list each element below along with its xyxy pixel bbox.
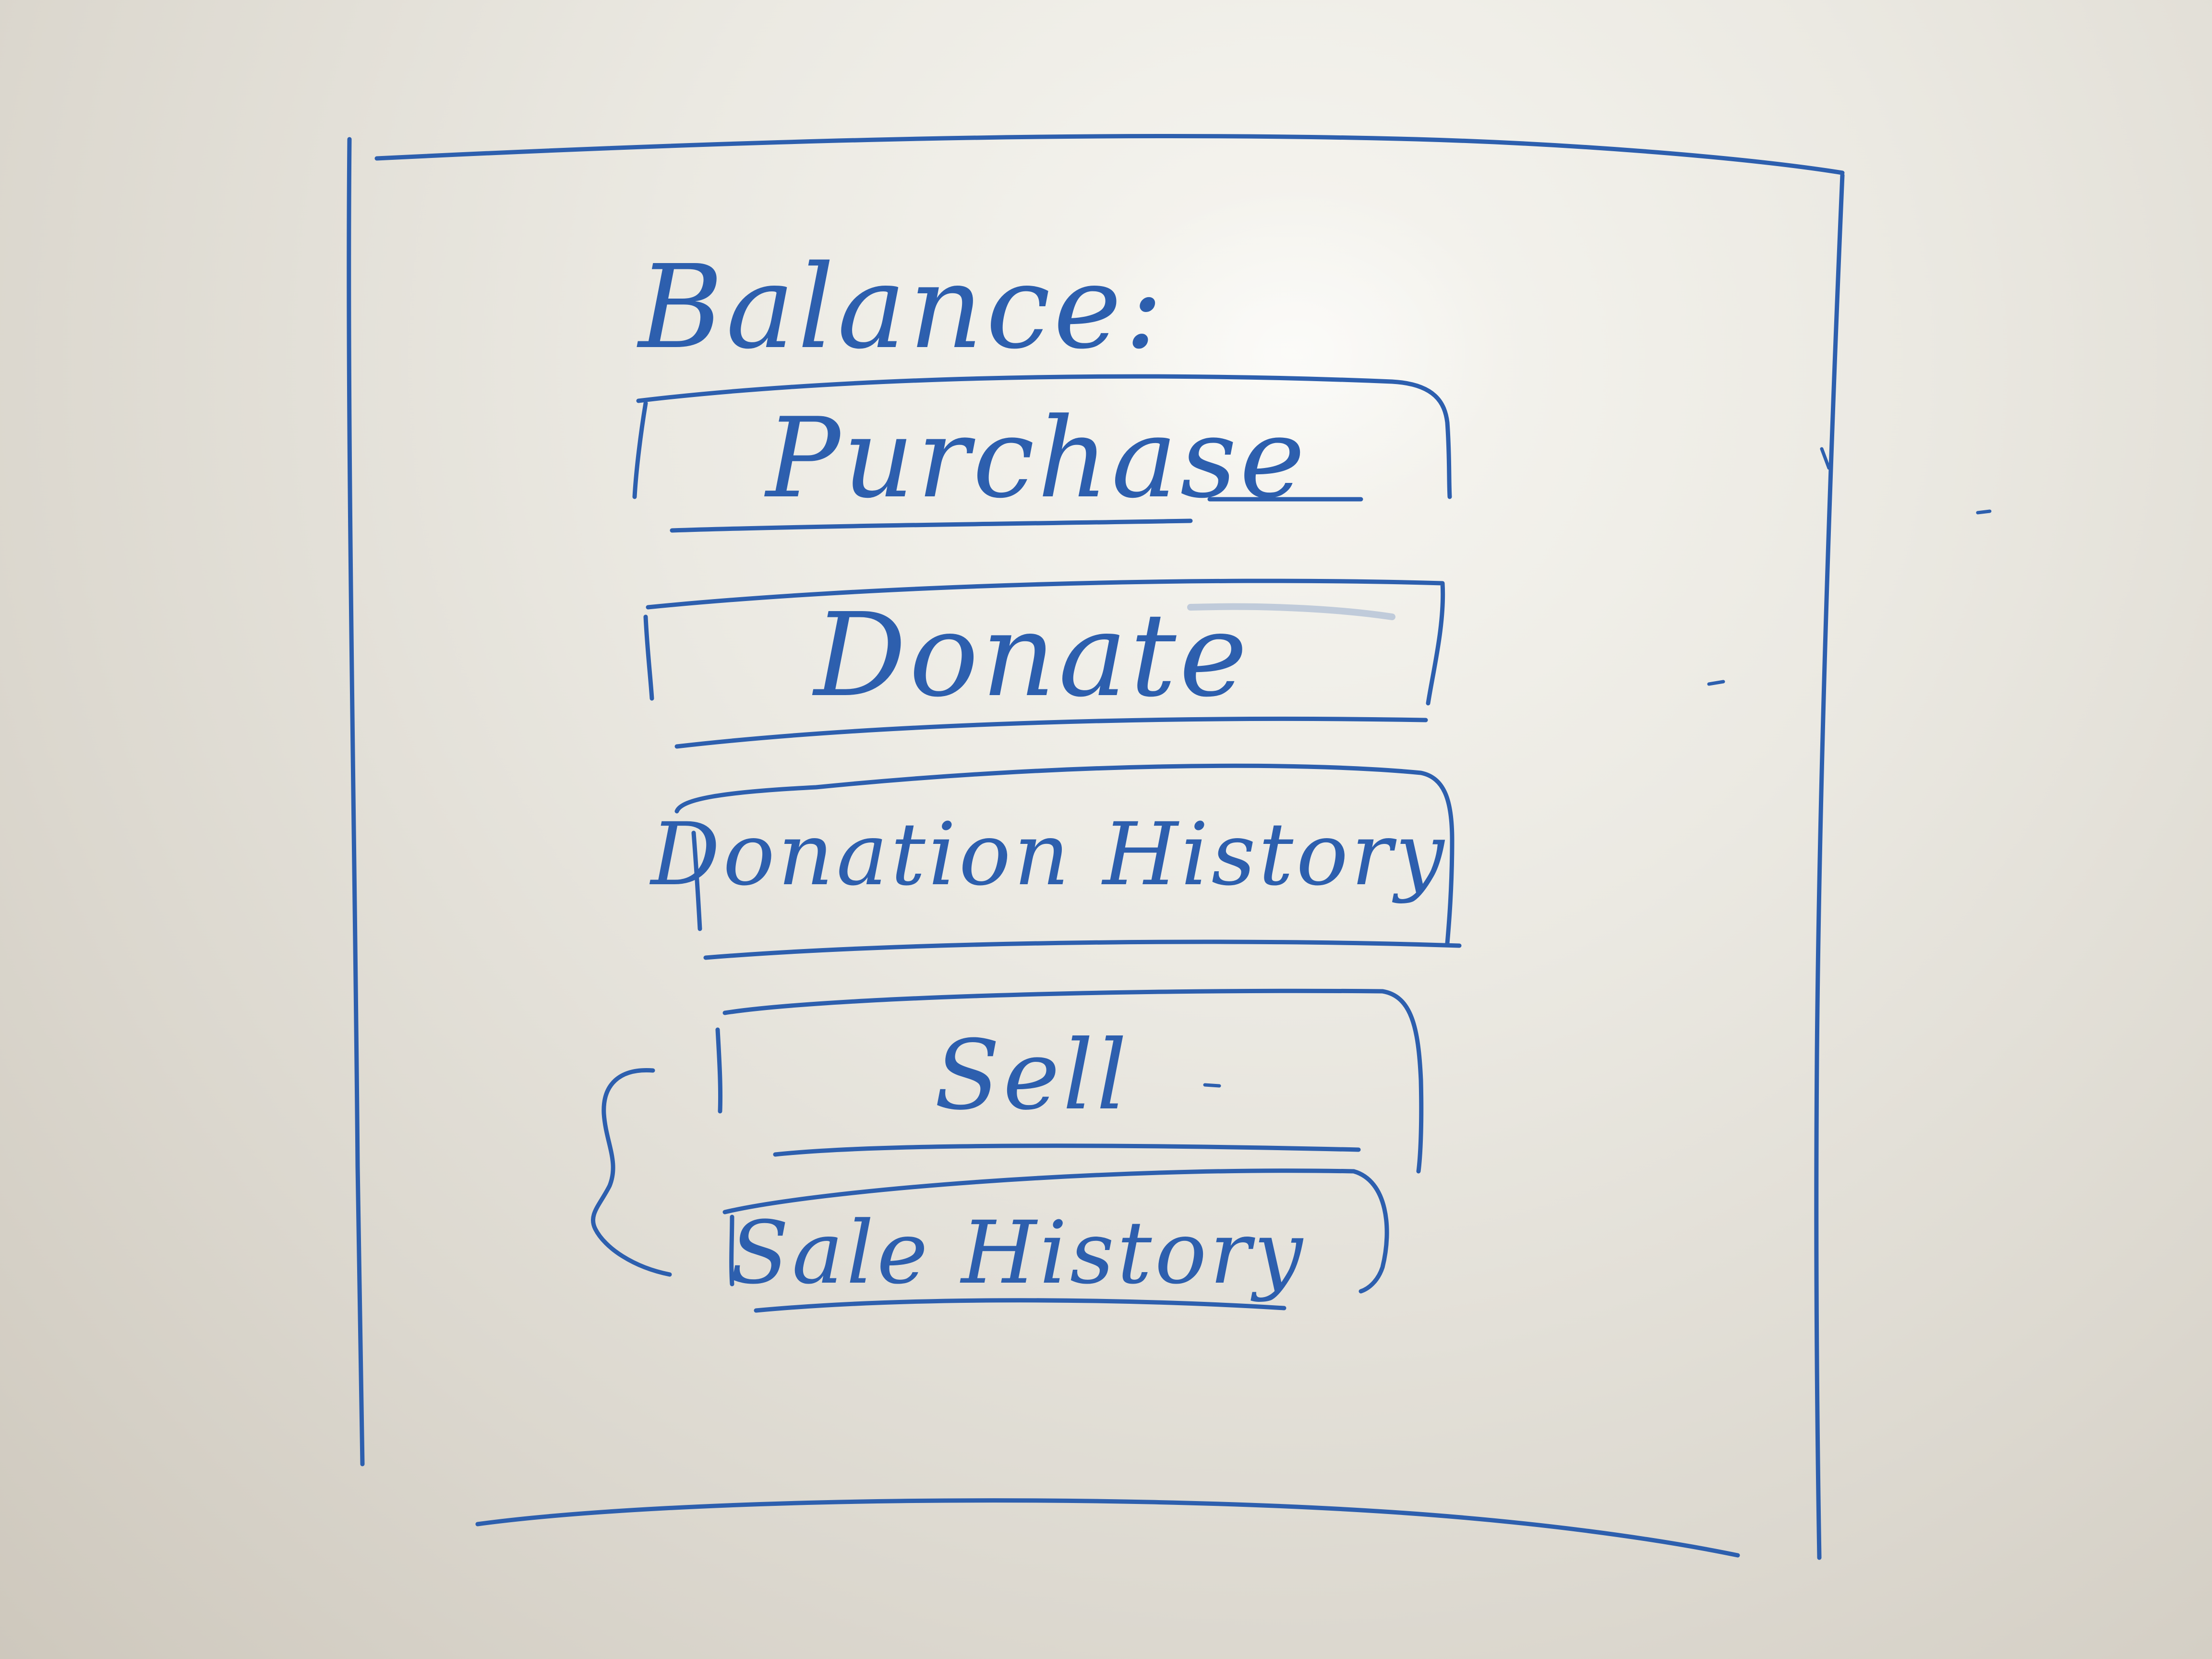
sale-history-button[interactable]: Sale History — [730, 1176, 1392, 1330]
sell-box-left — [715, 1027, 723, 1114]
donate-box-left — [643, 614, 654, 701]
marker-speck-1 — [1820, 447, 1831, 470]
frame-left-edge — [347, 137, 365, 1467]
donation-history-button-label: Donation History — [650, 804, 1447, 905]
donate-button[interactable]: Donate — [648, 576, 1445, 734]
purchase-button[interactable]: Purchase — [643, 379, 1450, 538]
sale-history-box-top — [722, 1168, 1389, 1294]
sell-box-bottom — [773, 1143, 1361, 1157]
sell-button[interactable]: Sell — [715, 989, 1426, 1162]
donation-history-box-left — [691, 830, 702, 931]
sale-history-box-bottom — [754, 1298, 1286, 1313]
frame-bottom-edge — [475, 1498, 1740, 1558]
frame-top-edge — [374, 134, 1845, 175]
donation-history-box-top — [674, 763, 1455, 946]
sell-button-label: Sell — [934, 1019, 1130, 1131]
balance-label: Balance: — [638, 240, 1166, 374]
marker-speck-2 — [1976, 509, 1992, 515]
donate-box-bottom — [674, 716, 1428, 749]
marker-speck-4 — [1203, 1083, 1221, 1088]
donate-box-top — [646, 578, 1445, 706]
sale-history-button-label: Sale History — [730, 1202, 1306, 1303]
grouping-brace — [591, 1068, 672, 1277]
donation-history-box-bottom — [703, 939, 1462, 960]
purchase-box-bottom-a — [670, 518, 1193, 533]
purchase-button-label: Purchase — [766, 394, 1308, 523]
eraser-smudge — [1187, 603, 1395, 620]
purchase-box-left — [632, 401, 648, 499]
purchase-box-top — [636, 374, 1452, 499]
frame-right-edge — [1814, 173, 1845, 1560]
donation-history-button[interactable]: Donation History — [651, 773, 1455, 936]
donate-button-label: Donate — [814, 588, 1250, 722]
sell-box-top — [722, 988, 1424, 1174]
marker-speck-3 — [1707, 680, 1725, 686]
whiteboard-glare — [1080, 182, 1512, 518]
